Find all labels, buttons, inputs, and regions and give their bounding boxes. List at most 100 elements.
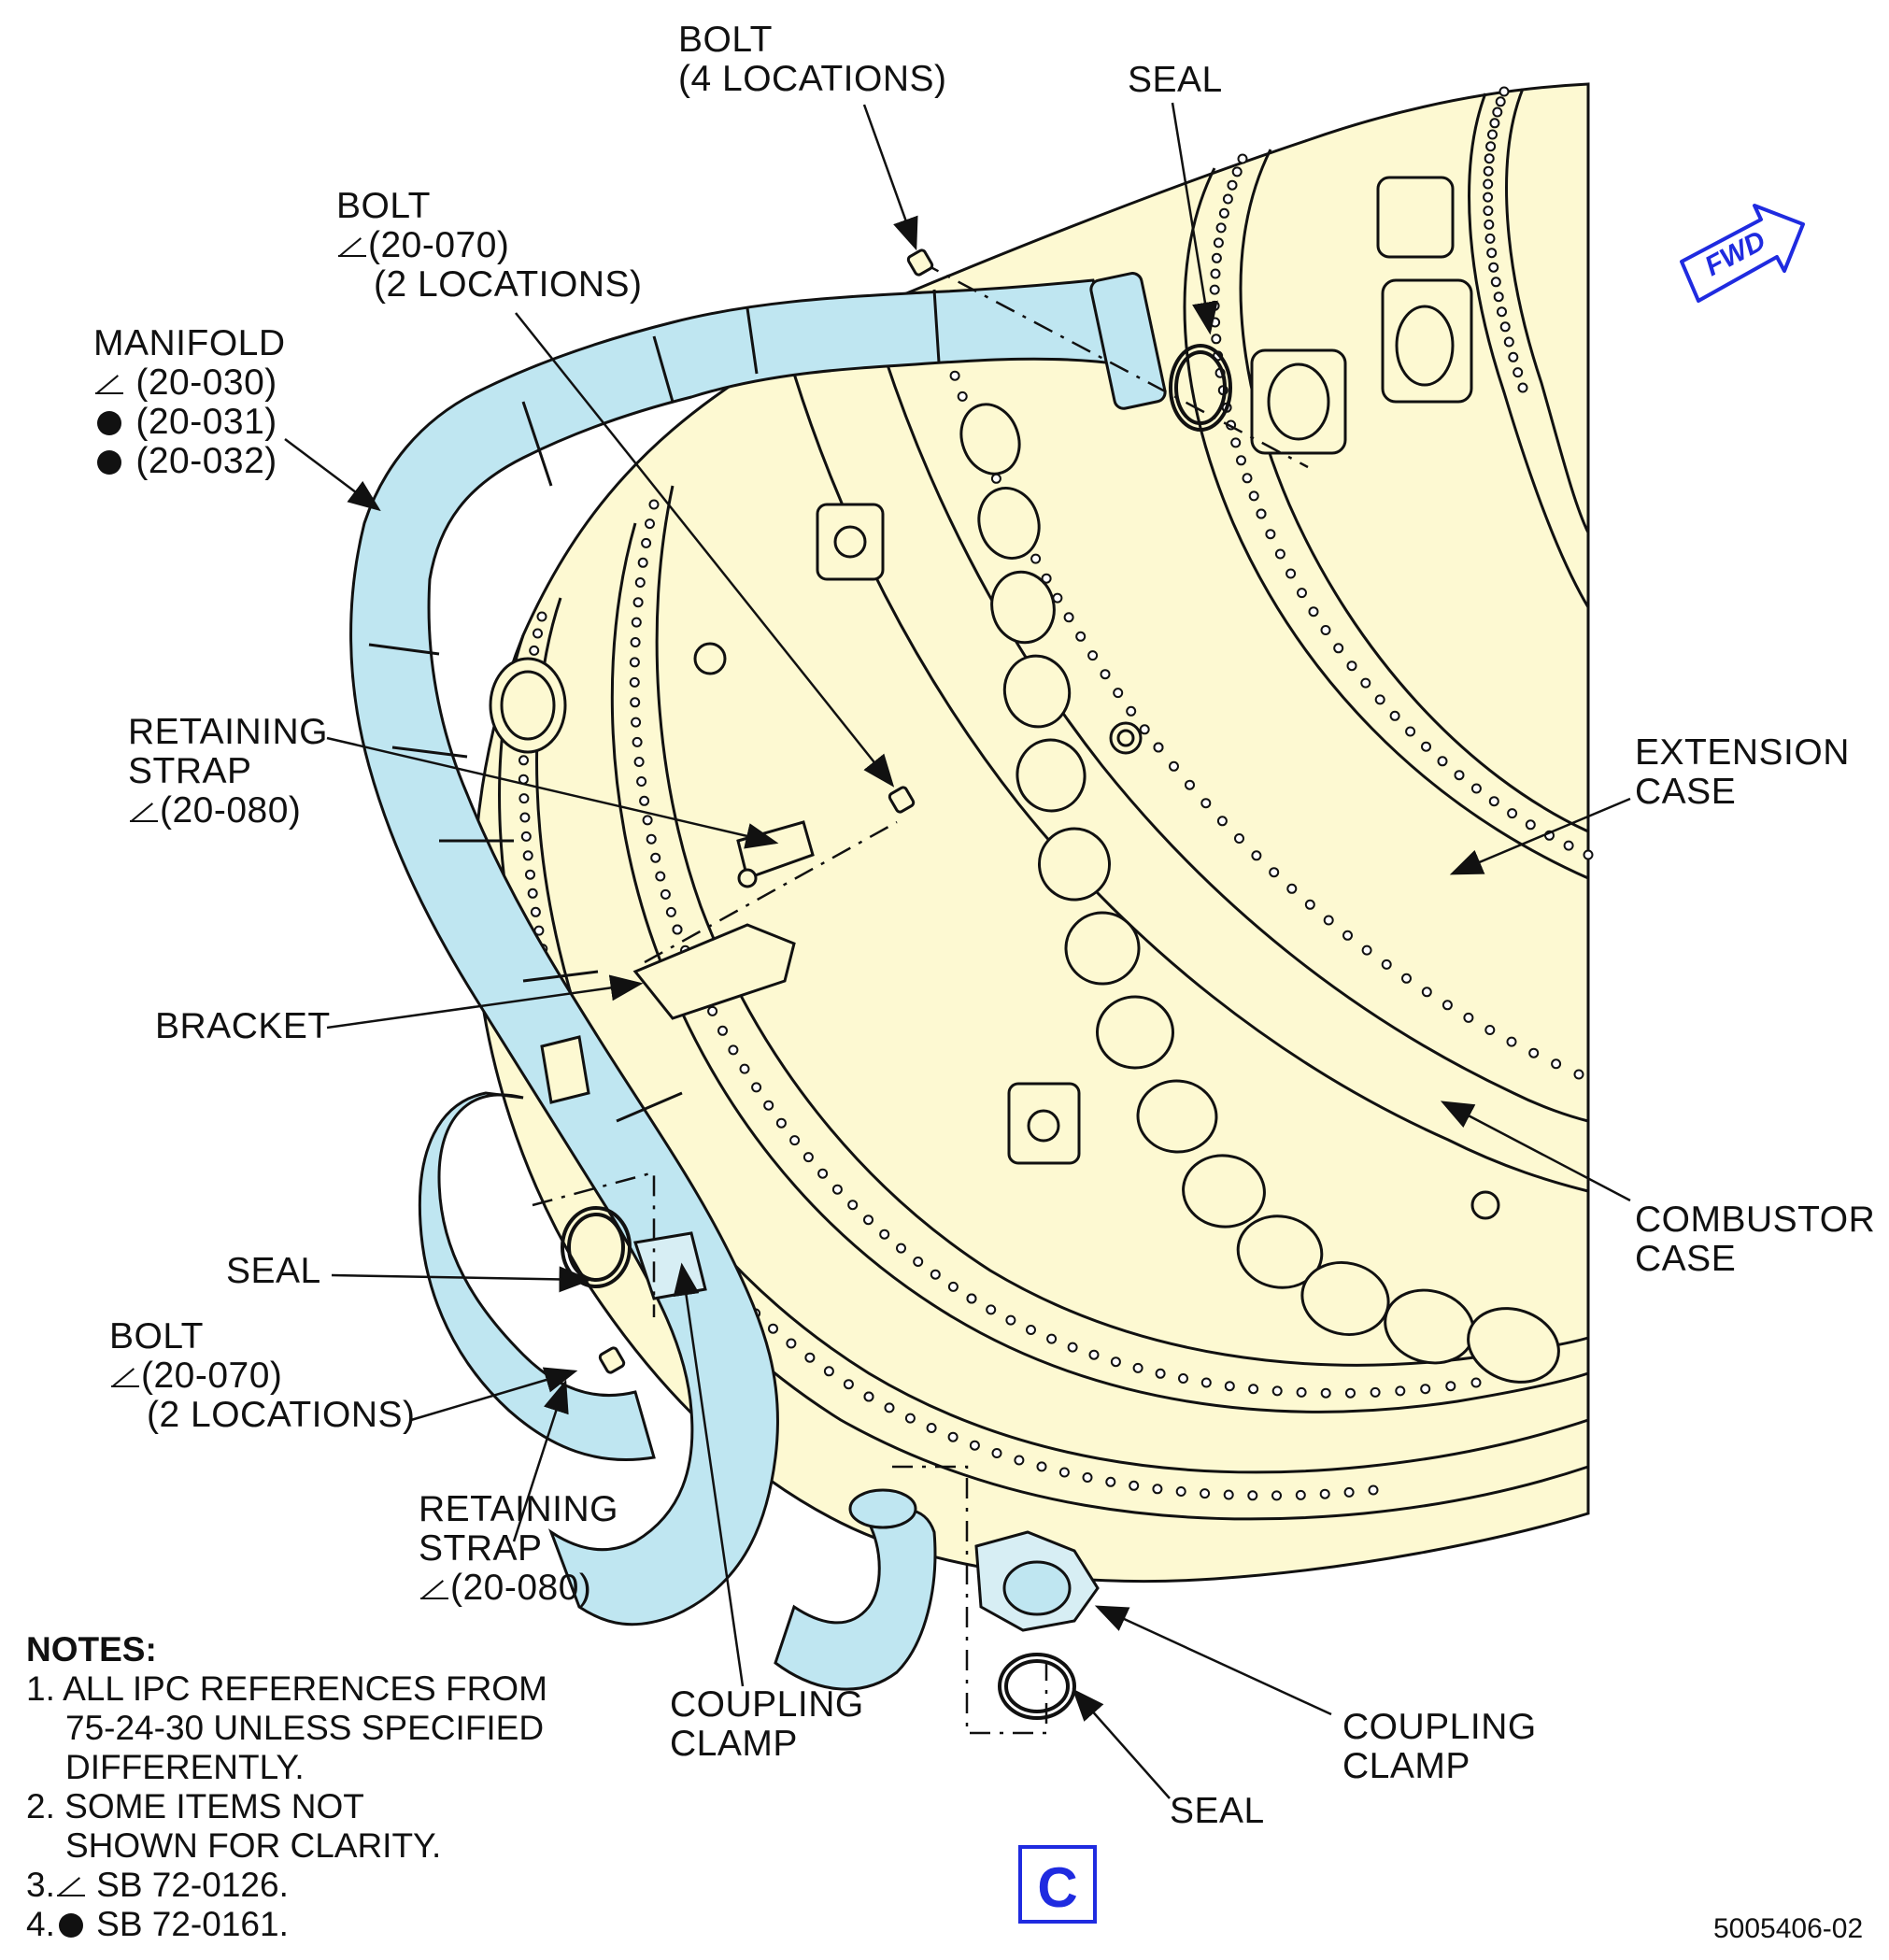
bolt-hole-dot	[630, 637, 641, 647]
combustor-port	[1182, 1154, 1266, 1229]
bolt-hole-dot	[1100, 669, 1111, 680]
bolt-hole-dot	[1216, 816, 1228, 827]
bolt-hole-dot	[751, 1082, 762, 1093]
bolt-hole-dot	[1308, 606, 1319, 618]
bolt-hole-dot	[1498, 86, 1510, 97]
note-2: 2. SOME ITEMS NOT	[26, 1787, 364, 1825]
bolt-hole-dot	[1265, 529, 1276, 540]
bolt-hole-dot	[1421, 987, 1432, 998]
bolt-hole-dot	[1227, 179, 1238, 191]
bolt-hole-dot	[1495, 96, 1506, 107]
bolt-hole-dot	[1304, 899, 1315, 910]
bolt-hole-dot	[1296, 1386, 1307, 1398]
combustor-port	[1064, 911, 1141, 986]
bolt-hole-dot	[1169, 760, 1179, 772]
bolt-hole-dot	[672, 924, 683, 935]
combustor-port	[1136, 1079, 1218, 1154]
bolt-hole-dot	[1210, 268, 1221, 279]
bolt-hole-dot	[1454, 770, 1465, 781]
bolt-hole-dot	[1323, 915, 1334, 926]
bolt-hole-dot	[1014, 1455, 1025, 1466]
combustor-port	[990, 570, 1056, 645]
bolt-hole-dot	[1370, 1386, 1381, 1398]
bolt-hole-dot	[1215, 222, 1227, 234]
figure-number: 5005406-02	[1713, 1913, 1864, 1944]
bolt-hole-dot	[804, 1352, 816, 1363]
combustor-case	[472, 82, 1590, 1583]
label-seal-bottom: SEAL	[1170, 1791, 1265, 1831]
bolt-hole-dot	[522, 850, 533, 861]
bolt-hole-dot	[630, 697, 641, 708]
combustor-port	[1002, 654, 1072, 729]
sb-triangle-icon	[109, 1363, 141, 1391]
bolt-hole-dot	[817, 1168, 829, 1179]
bolt-hole-dot	[947, 1281, 959, 1292]
bolt-hole-dot	[847, 1200, 859, 1211]
bolt-hole-dot	[530, 906, 541, 917]
label-seal-left: SEAL	[226, 1251, 321, 1291]
bolt-hole-dot	[1082, 1472, 1093, 1483]
bolt-hole-dot	[1483, 192, 1494, 203]
sb-triangle-icon	[93, 370, 125, 398]
sb-triangle-icon	[128, 798, 160, 826]
bolt-hole-dot	[1506, 1036, 1517, 1047]
bolt-hole-dot	[1488, 796, 1499, 807]
bolt-hole-dot	[1503, 336, 1514, 348]
bolt-hole-dot	[1046, 1333, 1058, 1344]
bolt-hole-dot	[1401, 973, 1412, 984]
bolt-hole-dot	[1088, 1349, 1100, 1360]
bolt-hole-dot	[520, 831, 532, 842]
bolt-hole-dot	[1036, 1461, 1047, 1472]
assembly-lines	[532, 260, 1309, 1735]
combustor-port	[977, 487, 1041, 560]
sb-dot-icon	[93, 409, 125, 437]
bolt-hole-dot	[1368, 1484, 1379, 1496]
bolt-hole-dot	[930, 1269, 941, 1280]
notes-block: NOTES: 1. ALL IPC REFERENCES FROM 75-24-…	[26, 1630, 547, 1943]
bolt-hole-dot	[1507, 808, 1518, 819]
combustor-port	[1037, 827, 1112, 902]
bolt-hole-dot	[1237, 153, 1248, 164]
bolt-hole-dot	[536, 611, 547, 622]
bolt-hole-dot	[926, 1423, 937, 1433]
view-letter-box: C	[1018, 1845, 1097, 1924]
bolt-hole-dot	[1139, 724, 1150, 735]
bolt-hole-dot	[1483, 206, 1494, 217]
combustor-port	[959, 403, 1021, 476]
bolt-hole-dot	[1421, 741, 1431, 752]
bolt-hole-dot	[1234, 833, 1244, 844]
bolt-hole-dot	[763, 1100, 774, 1111]
bolt-hole-dot	[1200, 1377, 1212, 1388]
case-bosses	[489, 176, 1500, 1220]
bolt-hole-dot	[1110, 1356, 1121, 1368]
bolt-hole-dot	[1492, 107, 1503, 118]
label-bracket: BRACKET	[155, 1006, 331, 1046]
combustor-port	[1236, 1214, 1324, 1289]
forward-arrow-icon: FWD	[1680, 204, 1805, 303]
bolt-hole-dot	[1463, 1012, 1474, 1023]
bolt-hole-dot	[863, 1214, 873, 1226]
bolt-hole-dot	[1374, 694, 1385, 705]
bolt-hole-dot	[1488, 262, 1499, 273]
bolt-hole-dot	[1200, 1488, 1211, 1499]
bolt-hole-dot	[1005, 1314, 1016, 1326]
bolt-hole-dot	[1286, 883, 1298, 894]
bolt-hole-dot	[1297, 588, 1307, 599]
sb-dot-icon	[55, 1911, 87, 1939]
bolt-hole-dot	[1485, 141, 1497, 152]
bolt-hole-dot	[634, 577, 646, 588]
bolt-hole-dot	[1087, 650, 1099, 661]
label-combustor-case: COMBUSTOR CASE	[1635, 1200, 1876, 1279]
bolt-hole-dot	[768, 1323, 778, 1334]
bolt-hole-dot	[789, 1135, 801, 1146]
bolt-hole-dot	[1499, 321, 1511, 333]
bolt-hole-dot	[1224, 1381, 1235, 1392]
bolt-hole-dot	[1271, 1490, 1282, 1501]
bolt-hole-dot	[717, 1025, 728, 1036]
bolt-hole-dot	[1483, 165, 1494, 177]
bolt-hole-dot	[863, 1391, 874, 1402]
bolt-hole-dot	[1113, 688, 1124, 699]
bolt-hole-dot	[1513, 367, 1524, 378]
label-extension-case: EXTENSION CASE	[1635, 732, 1850, 812]
bolt-hole-dot	[831, 1184, 843, 1195]
